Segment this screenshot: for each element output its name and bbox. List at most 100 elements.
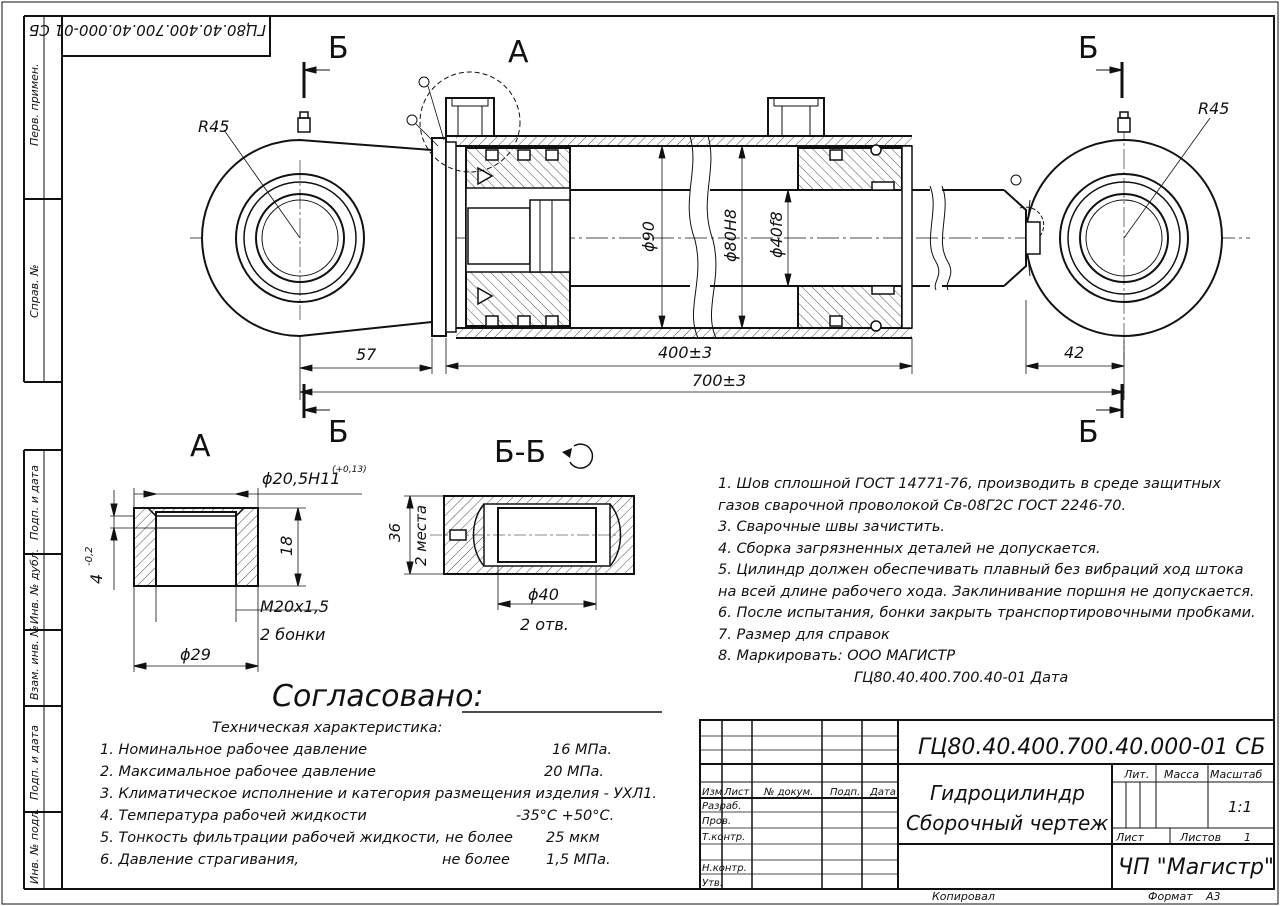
tech-row: 2. Максимальное рабочее давление 20 МПа.: [100, 764, 620, 786]
dim-400: 400±3: [658, 343, 712, 362]
stamp-code: ГЦ80.40.400.700.40.000-01 СБ: [29, 21, 266, 39]
tech-row-label: 5. Тонкость фильтрации рабочей жидкости,…: [100, 830, 513, 846]
row-tkontr: Т.контр.: [702, 832, 745, 843]
row-nkontr: Н.контр.: [702, 863, 747, 874]
agreed-label: Согласовано:: [272, 679, 484, 714]
dim-r45-right: R45: [1198, 99, 1229, 118]
note-line: ГЦ80.40.400.700.40-01 Дата: [854, 669, 1069, 686]
row-utv: Утв.: [702, 878, 723, 889]
dim-r45-left: R45: [198, 117, 229, 136]
listov-label: Листов: [1179, 831, 1221, 844]
dim-700: 700±3: [692, 371, 746, 390]
tech-row-value: 16 МПа.: [552, 742, 612, 758]
tech-row: 6. Давление страгивания, не более 1,5 МП…: [100, 852, 620, 874]
port-4-tol: -0,2: [84, 546, 95, 566]
side-label: Подп. и дата: [28, 725, 41, 800]
scale-value: 1:1: [1228, 798, 1252, 816]
side-label: Перв. примен.: [28, 63, 41, 146]
side-label: Справ. №: [28, 264, 41, 318]
tech-row-value: -35°С +50°С.: [516, 808, 615, 824]
col-podp: Подп.: [830, 787, 860, 798]
dim-d90: ϕ90: [639, 221, 658, 252]
port-tol: (+0,13): [332, 465, 367, 475]
sec-holes: 2 отв.: [520, 615, 569, 634]
tech-row: 4. Температура рабочей жидкости -35°С +5…: [100, 808, 620, 830]
listov-value: 1: [1244, 831, 1251, 844]
port-29: ϕ29: [180, 645, 211, 664]
dim-d40: ϕ40f8: [767, 211, 786, 258]
tech-row-value: 25 мкм: [546, 830, 600, 846]
detail-mark: A: [508, 35, 529, 70]
tech-row-value: 1,5 МПа.: [546, 852, 611, 868]
note-line: 6. После испытания, бонки закрыть трансп…: [718, 605, 1256, 621]
sec-36: 36: [386, 523, 404, 542]
tech-row-label: 4. Температура рабочей жидкости: [100, 808, 367, 824]
side-label: Инв. № дубл.: [28, 549, 41, 624]
section-mark: Б: [328, 31, 349, 66]
side-label: Инв. № подл.: [28, 808, 41, 884]
note-line: 4. Сборка загрязненных деталей не допуск…: [718, 540, 1101, 557]
note-line: 7. Размер для справок: [718, 626, 890, 643]
org-name: ЧП "Магистр": [1118, 855, 1274, 880]
note-line: газов сварочной проволокой Св-08Г2С ГОСТ…: [718, 497, 1127, 514]
format-label: Формат: [1148, 890, 1193, 903]
side-label: Взам. инв. №: [28, 625, 41, 700]
section-mark: Б: [1078, 31, 1099, 66]
lit-label: Лит.: [1123, 768, 1149, 781]
copied-label: Копировал: [932, 890, 995, 903]
section-mark: Б: [1078, 415, 1099, 450]
list-label: Лист: [1115, 831, 1144, 844]
tech-row-label: 3. Климатическое исполнение и категория …: [100, 786, 658, 802]
detail-a-view: [110, 488, 362, 672]
title-code: ГЦ80.40.400.700.40.000-01 СБ: [918, 735, 1266, 760]
tech-row: 3. Климатическое исполнение и категория …: [100, 786, 657, 808]
col-list: Лист: [723, 787, 751, 798]
port-18: 18: [277, 536, 296, 556]
tech-row-label: 2. Максимальное рабочее давление: [100, 764, 376, 780]
sec-places: 2 места: [412, 505, 430, 566]
section-markers: [302, 62, 1124, 418]
port-dia: ϕ20,5H11: [262, 469, 341, 488]
title-name-1: Гидроцилиндр: [930, 781, 1085, 805]
side-label: Подп. и дата: [28, 465, 41, 540]
col-doc: № докум.: [763, 787, 813, 798]
tech-row-value: 20 МПа.: [544, 764, 604, 780]
tech-row-label: 1. Номинальное рабочее давление: [100, 742, 368, 758]
title-name-2: Сборочный чертеж: [906, 811, 1108, 835]
dim-57: 57: [356, 345, 377, 364]
row-prov: Пров.: [702, 816, 731, 827]
note-line: 1. Шов сплошной ГОСТ 14771-76, производи…: [718, 476, 1221, 492]
col-izm: Изм: [702, 787, 723, 798]
detail-title: A: [190, 429, 211, 464]
format-value: A3: [1205, 890, 1221, 903]
main-dimensions: [299, 145, 1125, 400]
section-bb-view: [404, 443, 635, 610]
note-line: 8. Маркировать: ООО МАГИСТР: [718, 648, 956, 664]
tech-row: 5. Тонкость фильтрации рабочей жидкости,…: [100, 830, 620, 852]
section-mark: Б: [328, 415, 349, 450]
massa-label: Масса: [1164, 768, 1199, 781]
note-line: на всей длине рабочего хода. Заклинивани…: [718, 583, 1255, 600]
sec-40: ϕ40: [528, 585, 559, 604]
dim-d80: ϕ80H8: [721, 209, 740, 262]
title-block: [699, 719, 1275, 890]
port-thread: M20x1,5: [260, 597, 329, 616]
tech-row-value: не более: [442, 852, 510, 868]
masshtab-label: Масштаб: [1210, 768, 1262, 781]
technical-notes: 1. Шов сплошной ГОСТ 14771-76, производи…: [718, 474, 1258, 689]
tech-row-label: 6. Давление страгивания,: [100, 852, 300, 868]
port-count: 2 бонки: [260, 625, 325, 644]
port-4: 4: [87, 574, 106, 584]
tech-title: Техническая характеристика:: [212, 720, 443, 736]
cylinder-assembly: [190, 71, 1250, 360]
tech-row: 1. Номинальное рабочее давление 16 МПа.: [100, 742, 620, 764]
section-title: Б-Б: [494, 435, 546, 470]
note-line: 5. Цилиндр должен обеспечивать плавный б…: [718, 562, 1244, 578]
note-line: 3. Сварочные швы зачистить.: [718, 519, 946, 535]
col-data: Дата: [869, 787, 896, 798]
side-labels: Перв. примен. Справ. № Подп. и дата Инв.…: [28, 63, 41, 884]
dim-42: 42: [1064, 343, 1084, 362]
row-razrab: Разраб.: [702, 800, 741, 812]
